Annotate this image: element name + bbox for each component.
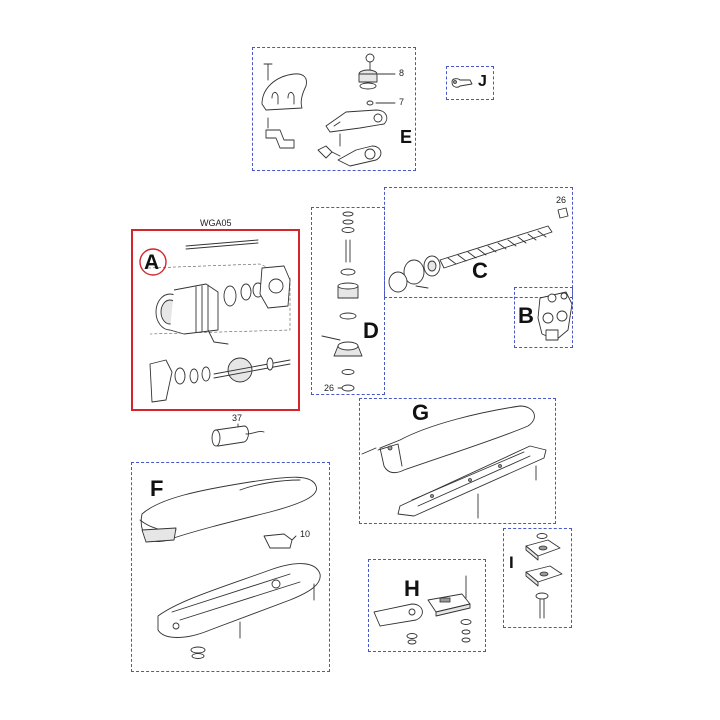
group-d-label: D — [363, 318, 379, 343]
group-a — [131, 229, 300, 411]
group-c-label: C — [472, 258, 488, 283]
group-b-label: B — [518, 303, 534, 328]
cover-part — [261, 73, 307, 111]
group-i-label: I — [509, 553, 514, 572]
callout-26-d: 26 — [324, 383, 335, 393]
group-j-label: J — [478, 73, 487, 90]
group-a-caption: WGA05 — [200, 218, 232, 228]
callout-37: 37 — [232, 413, 243, 423]
key-icon — [451, 78, 473, 88]
group-e-label: E — [400, 127, 413, 147]
group-f-label: F — [150, 476, 164, 501]
group-j — [446, 66, 494, 100]
group-b — [514, 287, 573, 348]
group-h-label: H — [404, 576, 420, 601]
group-a-label: A — [144, 251, 160, 274]
group-h — [368, 559, 486, 652]
group-e — [252, 47, 416, 171]
group-g — [359, 398, 556, 524]
callout-26-c: 26 — [556, 195, 567, 205]
group-g-label: G — [412, 400, 430, 425]
callout-10: 10 — [300, 529, 311, 539]
callout-8: 8 — [399, 68, 405, 78]
callout-7: 7 — [399, 97, 405, 107]
group-c — [384, 187, 573, 298]
group-f — [131, 462, 330, 672]
group-d — [311, 207, 385, 395]
group-i — [503, 528, 572, 628]
